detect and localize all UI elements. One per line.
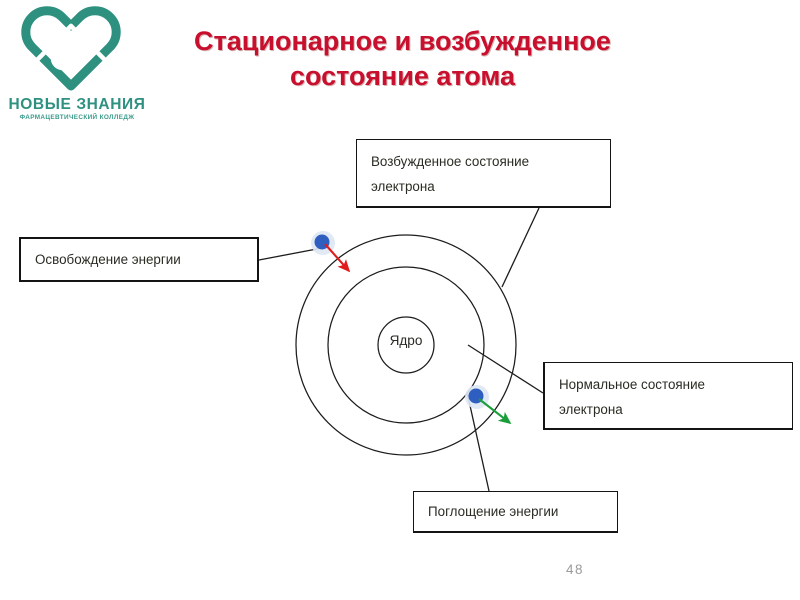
leader-line-normal (467, 344, 544, 394)
energy-absorption-arrow (478, 398, 512, 425)
callout-energy-release: Освобождение энергии (19, 237, 259, 282)
leader-line-excited (501, 207, 540, 288)
heart-capsule-icon (12, 6, 130, 92)
leader-line-absorb (466, 391, 490, 492)
callout-excited-state: Возбужденное состояние электрона (356, 139, 611, 208)
inner-orbit (327, 266, 485, 424)
energy-release-arrow (324, 243, 351, 273)
callout-normal-state: Нормальное состояние электрона (543, 362, 793, 430)
normal-electron (465, 385, 489, 409)
nucleus-circle (377, 316, 435, 374)
page-number: 48 (566, 562, 585, 577)
college-logo: НОВЫЕ ЗНАНИЯ ФАРМАЦЕВТИЧЕСКИЙ КОЛЛЕДЖ (4, 4, 150, 128)
nucleus-label: Ядро (389, 333, 423, 348)
logo-title: НОВЫЕ ЗНАНИЯ (8, 96, 146, 113)
outer-orbit (295, 234, 517, 456)
page-title: Стационарное и возбужденное состояние ат… (194, 26, 611, 91)
callout-energy-absorption: Поглощение энергии (413, 491, 618, 533)
logo-subtitle: ФАРМАЦЕВТИЧЕСКИЙ КОЛЛЕДЖ (19, 114, 135, 121)
leader-line-release (258, 247, 323, 261)
